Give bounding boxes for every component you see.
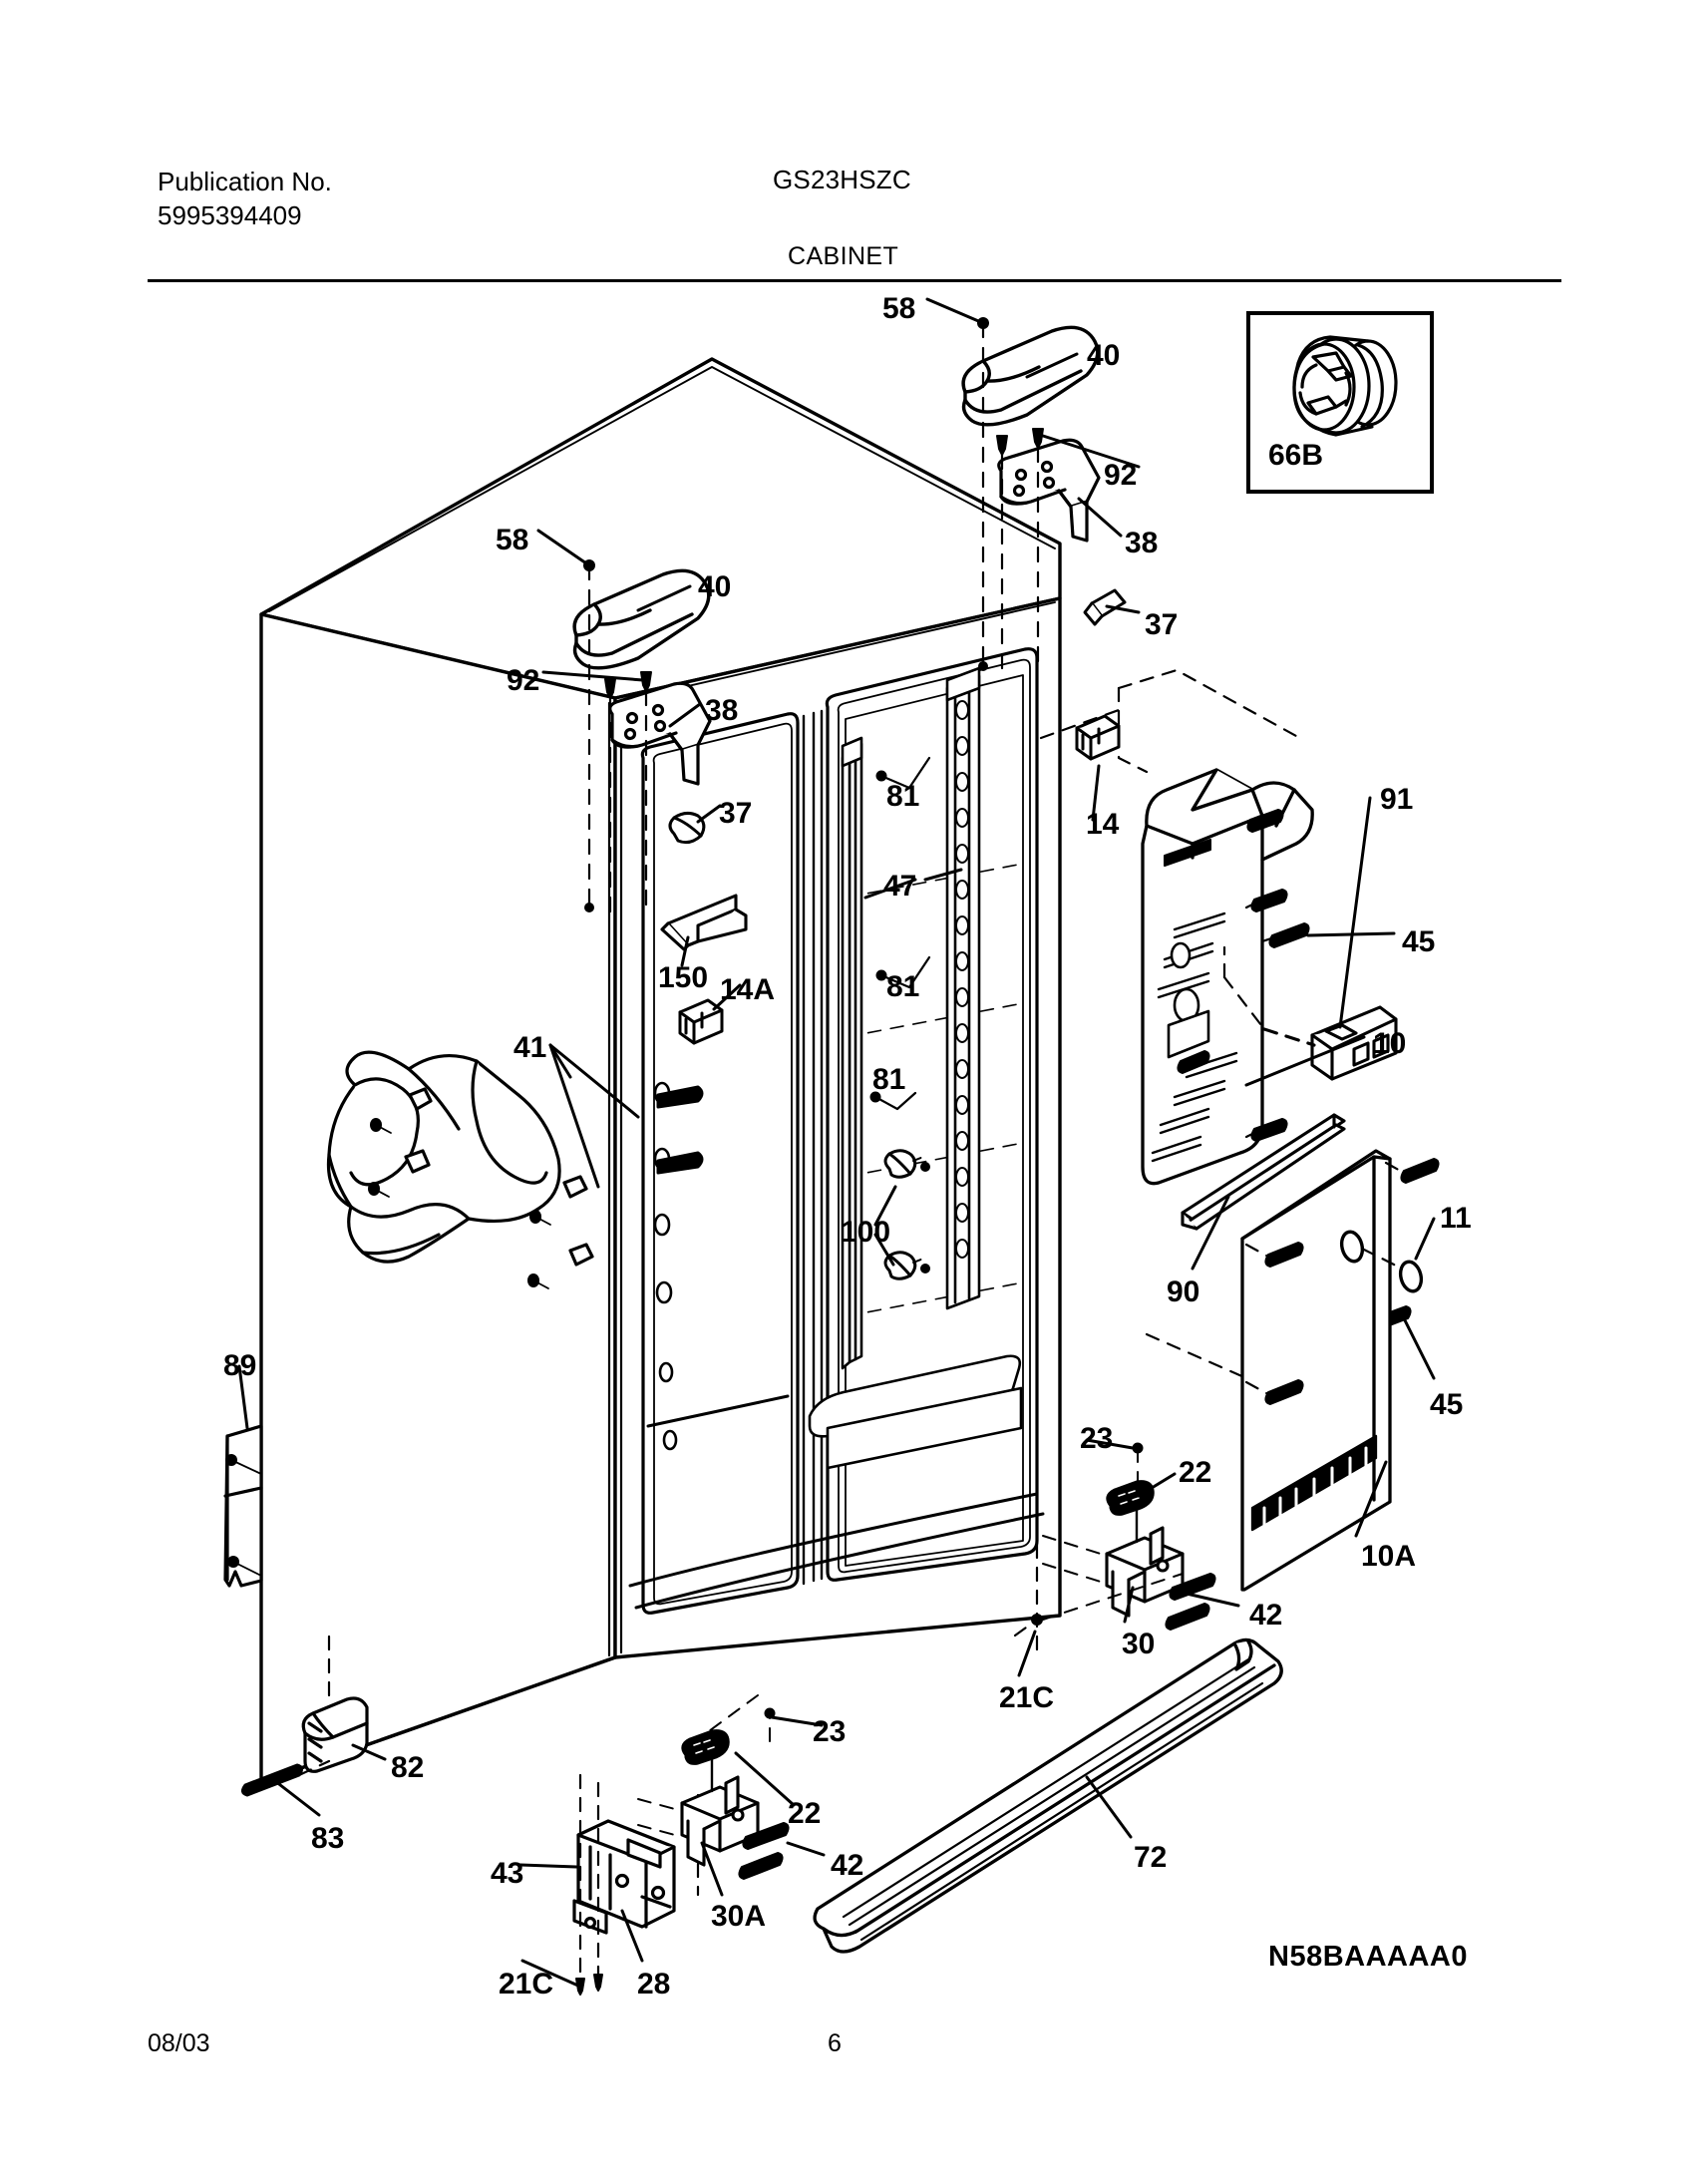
part-callout-91: 91 xyxy=(1380,783,1414,816)
publication-label: Publication No. xyxy=(158,167,332,196)
part-callout-23: 23 xyxy=(1080,1422,1114,1455)
part-10-louvers xyxy=(1151,911,1238,1163)
part-callout-37: 37 xyxy=(1145,608,1179,641)
part-10a-grille xyxy=(1250,1434,1378,1532)
part-callout-38: 38 xyxy=(1125,527,1159,559)
part-callout-10: 10 xyxy=(1373,1027,1407,1060)
part-callout-42: 42 xyxy=(1249,1599,1283,1632)
publication-number: 5995394409 xyxy=(158,200,302,230)
part-callout-28: 28 xyxy=(637,1968,671,2001)
part-81-anchors xyxy=(869,756,931,1111)
part-callout-82: 82 xyxy=(391,1751,425,1784)
part-42-right-screws xyxy=(1165,1573,1216,1631)
part-22-right xyxy=(1106,1480,1155,1516)
part-callout-14: 14 xyxy=(1086,808,1120,841)
grommet-bushing-icon xyxy=(1292,335,1398,437)
part-callout-30: 30 xyxy=(1122,1628,1156,1660)
drawing-number: N58BAAAAA0 xyxy=(1268,1941,1468,1973)
part-callout-30a: 30A xyxy=(711,1900,767,1933)
part-callout-22: 22 xyxy=(1179,1456,1212,1489)
part-58-right-axis xyxy=(981,321,1040,672)
part-callout-14a: 14A xyxy=(720,973,776,1006)
part-14-switch xyxy=(1075,714,1121,761)
part-41-cover xyxy=(326,1050,594,1267)
part-10a-screws xyxy=(1264,1158,1440,1405)
part-callout-45: 45 xyxy=(1402,925,1436,958)
part-callout-21c: 21C xyxy=(499,1968,554,2001)
part-callout-43: 43 xyxy=(491,1857,524,1890)
inset-label-66b: 66B xyxy=(1268,439,1324,472)
part-47-shelf-ladder-left xyxy=(841,742,863,1370)
part-callout-41: 41 xyxy=(513,1031,547,1064)
part-100-clips xyxy=(883,1149,930,1280)
part-11-grommets xyxy=(1339,1230,1424,1293)
part-callout-100: 100 xyxy=(841,1216,891,1249)
part-callout-58: 58 xyxy=(882,292,916,325)
part-38-right-hinge-bracket xyxy=(997,438,1101,543)
part-callout-150: 150 xyxy=(658,961,709,994)
part-callout-47: 47 xyxy=(883,870,917,903)
part-callout-21c: 21C xyxy=(999,1681,1055,1714)
part-43-bottom-hinge xyxy=(572,1819,676,1935)
publication-block: Publication No. 5995394409 xyxy=(158,165,332,232)
part-92-right-screws xyxy=(996,428,1044,456)
footer-page-number: 6 xyxy=(828,2029,842,2057)
part-28-pin xyxy=(593,1974,603,1992)
part-37-right-plug xyxy=(1083,588,1127,626)
part-callout-92: 92 xyxy=(1104,459,1138,492)
part-callout-40: 40 xyxy=(698,570,732,603)
part-callout-37: 37 xyxy=(719,797,753,830)
part-82-roller xyxy=(301,1696,369,1773)
part-30a-bracket xyxy=(680,1775,760,1867)
part-callout-81: 81 xyxy=(886,780,920,813)
part-callout-38: 38 xyxy=(705,694,739,727)
model-number: GS23HSZC xyxy=(773,165,911,194)
part-22-left xyxy=(681,1729,730,1765)
cabinet-pins xyxy=(656,1085,704,1175)
part-callout-83: 83 xyxy=(311,1822,345,1855)
part-92-left-screws xyxy=(604,671,652,699)
part-callout-10a: 10A xyxy=(1361,1540,1417,1573)
part-42-left-screws xyxy=(738,1822,790,1880)
part-callout-89: 89 xyxy=(223,1349,257,1382)
page-title: CABINET xyxy=(788,242,899,270)
part-14a-switch xyxy=(678,998,724,1045)
part-callout-23: 23 xyxy=(813,1715,847,1748)
footer-date: 08/03 xyxy=(148,2029,210,2057)
part-47-ladder-slots xyxy=(955,700,969,1259)
part-callout-92: 92 xyxy=(507,664,540,697)
part-callout-72: 72 xyxy=(1134,1841,1168,1874)
part-callout-81: 81 xyxy=(872,1063,906,1096)
part-callout-40: 40 xyxy=(1087,339,1121,372)
part-89-bracket xyxy=(223,1424,263,1588)
inset-panel-66b xyxy=(1246,311,1434,494)
part-callout-90: 90 xyxy=(1167,1275,1200,1308)
part-37-left-plug xyxy=(668,811,706,845)
part-callout-11: 11 xyxy=(1440,1202,1472,1235)
header-divider xyxy=(148,279,1561,282)
part-72-ribs xyxy=(842,1657,1264,1942)
part-callout-42: 42 xyxy=(831,1849,864,1882)
part-callout-45: 45 xyxy=(1430,1388,1464,1421)
part-callout-22: 22 xyxy=(788,1797,822,1830)
part-150-shelf-support xyxy=(660,894,748,951)
part-58-left-axis xyxy=(587,563,648,914)
part-callout-58: 58 xyxy=(496,524,529,556)
part-callout-81: 81 xyxy=(886,970,920,1003)
